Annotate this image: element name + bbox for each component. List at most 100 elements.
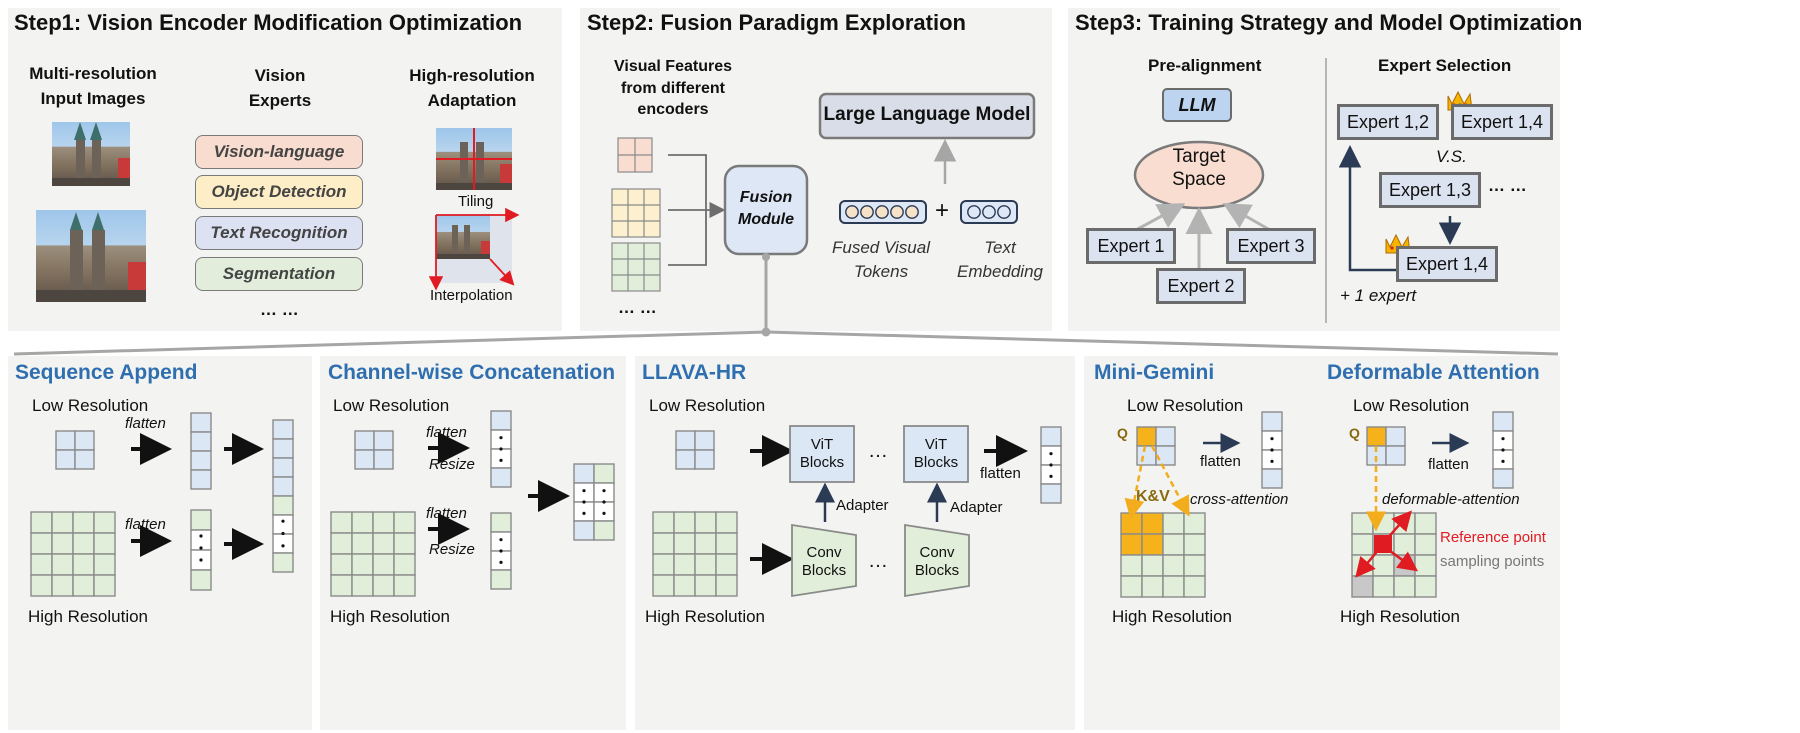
vs-label: V.S. [1436, 147, 1467, 166]
high-res-grid [1183, 575, 1206, 598]
high-res-grid [673, 511, 696, 534]
high-res-grid [715, 553, 738, 576]
step3-llm-box: LLM [1162, 88, 1232, 122]
black-arrows [131, 432, 1028, 575]
input-image-small [52, 122, 130, 186]
low-res-grid [1366, 426, 1387, 447]
high-res-grid [330, 574, 353, 597]
expert14-bottom-box: Expert 1,4 [1396, 246, 1498, 282]
high-res-grid [372, 511, 395, 534]
low-res-grid [675, 449, 696, 470]
low-res-grid [354, 430, 375, 451]
expert1-label: Expert 1 [1097, 235, 1165, 256]
tiling-divider-h [436, 158, 512, 160]
high-res-grid [1141, 554, 1164, 577]
low-res-label: Low Resolution [1127, 396, 1244, 415]
ellipsis-dot [499, 549, 503, 553]
low-res-grid [373, 430, 394, 451]
expert12-label: Expert 1,2 [1346, 111, 1430, 132]
high-res-grid [1351, 554, 1374, 577]
high-res-grid [72, 574, 95, 597]
ellipsis-dot [1049, 463, 1053, 467]
low-res-grid [1136, 426, 1157, 447]
high-res-grid [1183, 533, 1206, 556]
high-res-grid [351, 511, 374, 534]
high-res-grid [51, 553, 74, 576]
high-res-grid [652, 574, 675, 597]
high-res-grid [694, 574, 717, 597]
ellipsis-dot [1049, 452, 1053, 456]
high-res-grid [93, 553, 116, 576]
high-res-grid [673, 553, 696, 576]
ellipsis-dot [281, 531, 285, 536]
ellipsis-dot [582, 511, 586, 515]
low-res-grid [55, 430, 76, 451]
high-res-grid [1162, 575, 1185, 598]
low-res-grid [1385, 445, 1406, 466]
llm-label: Large Language Model [823, 104, 1031, 125]
interpolation-label: Interpolation [430, 287, 513, 304]
flatten-token-column [1492, 449, 1514, 470]
expert-segmentation: Segmentation [195, 257, 363, 291]
high-res-grid [1393, 575, 1416, 598]
high-res-grid [1372, 554, 1395, 577]
high-res-label: High Resolution [330, 607, 451, 626]
expert-vision-language: Vision-language [195, 135, 363, 169]
low-res-label: Low Resolution [1353, 396, 1470, 415]
flatten-token-column [1040, 464, 1062, 485]
flatten-token-column [1040, 483, 1062, 504]
high-res-grid [1414, 554, 1437, 577]
sampling-points-label: sampling points [1440, 553, 1545, 570]
feature-bracket [668, 154, 726, 266]
high-res-grid [694, 511, 717, 534]
tiling-image [436, 128, 512, 190]
ellipsis-label: … [868, 550, 888, 572]
flatten-token-column [190, 469, 212, 490]
ellipsis-dot [281, 544, 285, 548]
high-res-grid [72, 553, 95, 576]
fusion-fan-connector [13, 327, 1559, 356]
ellipsis-dot [499, 560, 503, 564]
deformable-attention-title: Deformable Attention [1327, 361, 1540, 384]
appended-sequence [272, 476, 294, 497]
tiling-label: Tiling [458, 193, 494, 210]
expert-object-detection: Object Detection [195, 175, 363, 209]
high-res-label: High Resolution [1340, 607, 1461, 626]
low-res-grid [74, 449, 95, 470]
flatten-label: flatten [125, 415, 166, 432]
reference-point-label: Reference point [1440, 529, 1546, 546]
high-res-grid [93, 574, 116, 597]
high-res-grid [1162, 533, 1185, 556]
high-res-grid [694, 532, 717, 555]
high-res-grid [51, 511, 74, 534]
attention-arrows [1124, 445, 1386, 532]
high-res-grid [72, 532, 95, 555]
channel-concat-title: Channel-wise Concatenation [328, 361, 616, 384]
appended-sequence [272, 438, 294, 459]
step2-title: Step2: Fusion Paradigm Exploration [587, 10, 966, 35]
step3-llm-label: LLM [1178, 94, 1216, 115]
high-res-grid [30, 532, 53, 555]
high-res-grid [715, 574, 738, 597]
ellipsis-dot [1049, 474, 1053, 478]
flatten-token-column [490, 550, 512, 571]
low-res-grid [694, 449, 715, 470]
expert3-box: Expert 3 [1226, 228, 1316, 264]
appended-sequence [272, 457, 294, 478]
low-res-grid [1155, 426, 1176, 447]
low-res-label: Low Resolution [32, 396, 149, 415]
ellipsis-dot [499, 447, 503, 451]
high-res-grid [351, 553, 374, 576]
ellipsis-dot [199, 546, 203, 550]
flatten-token-column [190, 412, 212, 433]
flatten-token-column [490, 467, 512, 488]
q-label: Q [1349, 425, 1360, 441]
target-space-label: Target Space [1172, 146, 1226, 190]
conv-blocks-trapezoid [904, 523, 970, 598]
vit-blocks-label: ViT Blocks [799, 436, 845, 471]
text-embedding-label: Text Embedding [956, 238, 1043, 281]
ellipsis-dot [602, 489, 606, 493]
expert-dots: … … [1488, 176, 1527, 195]
high-res-grid [1141, 512, 1164, 535]
flatten-token-column [1261, 411, 1283, 432]
